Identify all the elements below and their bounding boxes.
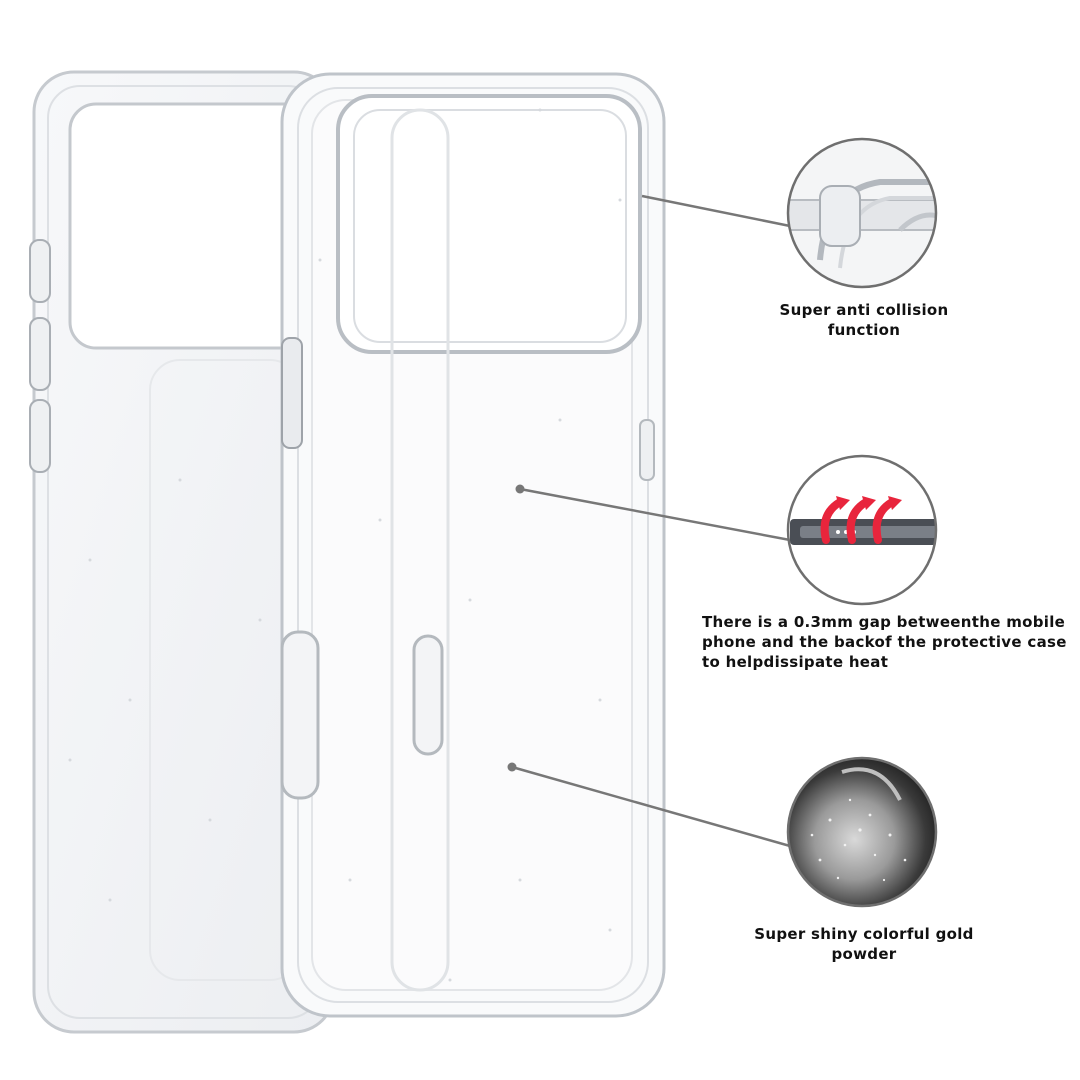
volume-button-icon (29, 239, 51, 303)
caption-gap-line: to helpdissipate heat (702, 653, 889, 671)
caption-glitter: Super shiny colorful gold powder (744, 924, 984, 964)
glitter-sparkles (68, 108, 622, 982)
caption-collision-text: Super anti collision function (779, 301, 949, 339)
volume-button-icon (29, 317, 51, 391)
case-front-view (280, 72, 666, 1018)
callout-lines (507, 194, 791, 848)
caption-collision: Super anti collision function (744, 300, 984, 340)
caption-gap-line: There is a 0.3mm gap betweenthe mobile (702, 613, 1066, 631)
heat-dissipation-icon (786, 454, 938, 606)
glitter-powder-icon (786, 756, 938, 908)
case-back-view (29, 70, 336, 1034)
caption-glitter-line: powder (831, 945, 897, 963)
callout-line-glitter (511, 765, 791, 848)
caption-gap: There is a 0.3mm gap betweenthe mobile p… (702, 612, 1072, 672)
power-button-icon (281, 337, 303, 449)
caption-gap-line: phone and the backof the protective case (702, 633, 1067, 651)
collision-closeup-icon (786, 137, 938, 289)
volume-button-icon (29, 399, 51, 473)
callout-line-collision (641, 194, 791, 228)
caption-glitter-line: Super shiny colorful gold (754, 925, 974, 943)
callout-line-gap (519, 487, 791, 542)
